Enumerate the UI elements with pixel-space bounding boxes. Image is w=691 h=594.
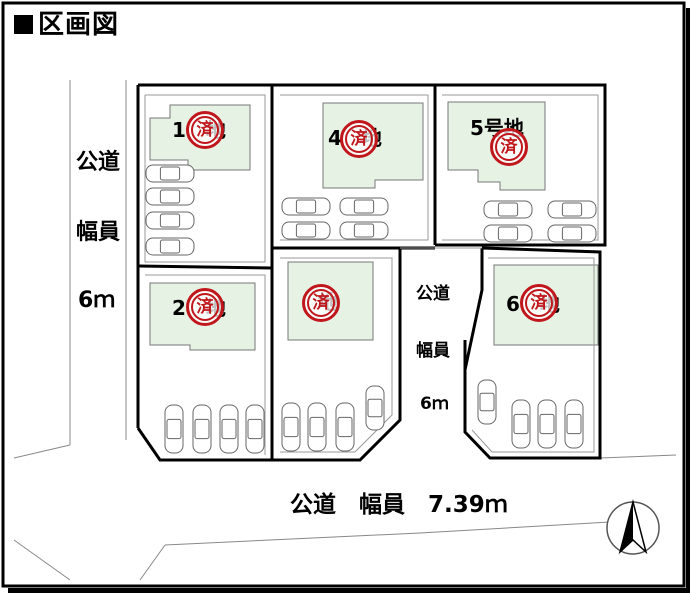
- west-road-name: 公道: [76, 150, 121, 175]
- car-lot2-2-cabin: [221, 418, 237, 440]
- car-lot6-3-cabin: [566, 413, 582, 435]
- south-road-label: 公道 幅員 7.39ｍ: [290, 492, 508, 518]
- car-lot6-0-cabin: [479, 392, 495, 412]
- car-lot1-1-cabin: [159, 189, 181, 204]
- car-lot3-1-cabin: [309, 416, 325, 438]
- car-lot1-3-cabin: [159, 239, 181, 254]
- frame-shadow-right: [686, 8, 690, 592]
- sold-stamp-lot-5: 済: [490, 128, 528, 166]
- car-lot5-2-cabin: [497, 226, 519, 241]
- car-lot4-2-cabin: [295, 223, 317, 238]
- center-road-width-label: 幅員: [416, 341, 450, 361]
- car-lot6-2-cabin: [539, 413, 555, 435]
- car-lot2-1-cabin: [194, 418, 210, 440]
- title-bullet: [14, 15, 33, 34]
- car-lot6-1-cabin: [513, 413, 529, 435]
- car-lot4-3-cabin: [353, 223, 375, 238]
- center-road-name: 公道: [416, 284, 450, 304]
- north-arrow-icon: [606, 499, 660, 555]
- car-lot3-0-cabin: [283, 416, 299, 438]
- lot-boundaries: [136, 83, 607, 462]
- car-lot1-2-cabin: [159, 213, 181, 228]
- frame-shadow-bottom: [8, 588, 690, 593]
- sold-stamp-lot-6: 済: [520, 284, 558, 322]
- west-road-width: 6ｍ: [78, 288, 116, 313]
- car-lot2-0-cabin: [166, 418, 182, 440]
- center-road-width: 6ｍ: [420, 394, 449, 414]
- car-lot5-3-cabin: [561, 226, 583, 241]
- sold-stamp-lot-2: 済: [186, 288, 224, 326]
- page-title: 区画図: [38, 10, 120, 40]
- car-lot3-2-cabin: [337, 416, 353, 438]
- outer-frame: [1, 1, 686, 588]
- sold-stamp-lot-1: 済: [186, 111, 224, 149]
- car-lot4-1-cabin: [353, 199, 375, 214]
- car-lot3-3-cabin: [367, 398, 383, 418]
- car-lot5-1-cabin: [561, 202, 583, 217]
- parking-cars: [145, 164, 597, 454]
- sold-stamp-lot-4: 済: [340, 120, 378, 158]
- car-lot2-3-cabin: [247, 418, 263, 440]
- car-lot4-0-cabin: [295, 199, 317, 214]
- west-road-width-label: 幅員: [76, 220, 121, 245]
- sold-stamp-lot-3: 済: [302, 284, 340, 322]
- car-lot1-0-cabin: [159, 166, 181, 181]
- car-lot5-0-cabin: [497, 202, 519, 217]
